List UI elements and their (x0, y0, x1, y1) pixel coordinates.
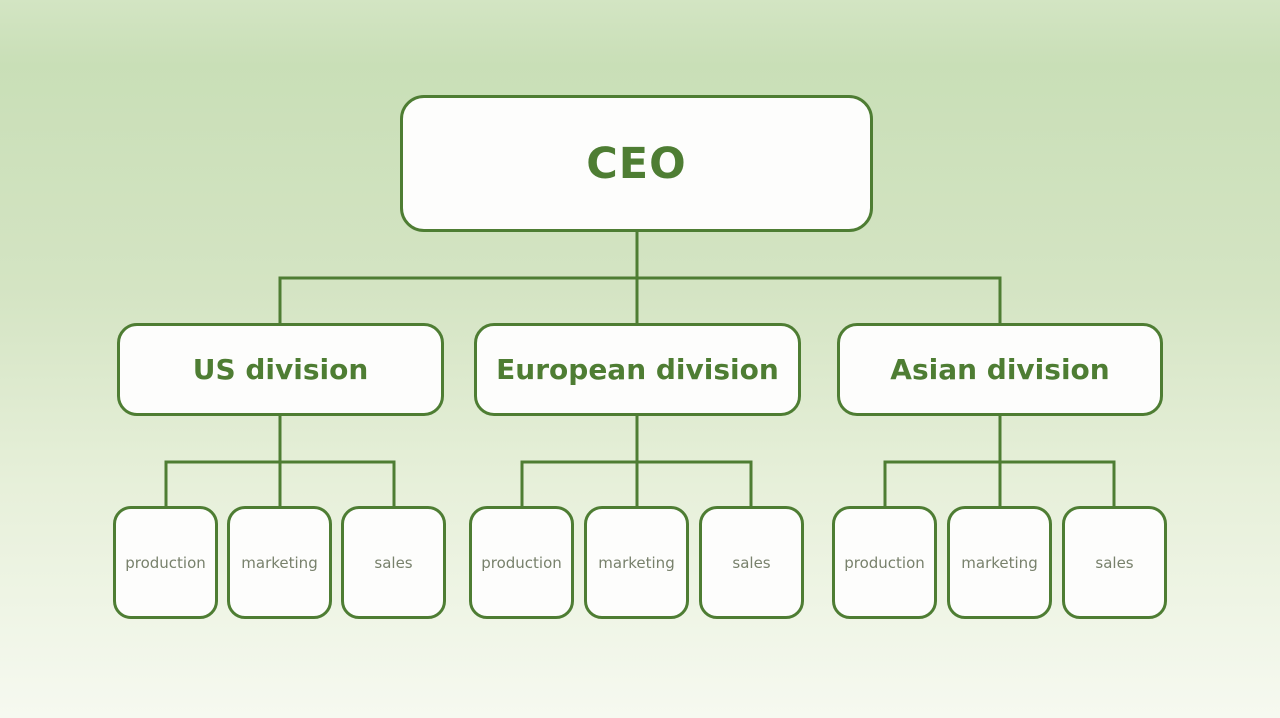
connector-divisions-bracket (278, 276, 1002, 324)
org-node-asian-sales-label: sales (1095, 553, 1134, 572)
org-node-us-sales[interactable]: sales (341, 506, 446, 619)
org-node-asian-production-label: production (844, 553, 925, 572)
org-node-asian-sales[interactable]: sales (1062, 506, 1167, 619)
org-node-division-asian-label: Asian division (890, 353, 1110, 386)
org-node-asian-marketing-label: marketing (961, 553, 1038, 572)
org-node-ceo-label: CEO (586, 138, 687, 189)
org-node-us-marketing[interactable]: marketing (227, 506, 332, 619)
org-node-asian-marketing[interactable]: marketing (947, 506, 1052, 619)
org-node-division-us-label: US division (192, 353, 369, 386)
org-node-european-sales[interactable]: sales (699, 506, 804, 619)
connector-us-bracket (164, 460, 396, 507)
org-node-us-sales-label: sales (374, 553, 413, 572)
org-node-us-production-label: production (125, 553, 206, 572)
org-node-us-production[interactable]: production (113, 506, 218, 619)
org-node-european-production-label: production (481, 553, 562, 572)
org-node-european-marketing-label: marketing (598, 553, 675, 572)
org-node-us-marketing-label: marketing (241, 553, 318, 572)
org-node-ceo[interactable]: CEO (400, 95, 873, 232)
org-node-european-sales-label: sales (732, 553, 771, 572)
org-node-european-production[interactable]: production (469, 506, 574, 619)
org-node-european-marketing[interactable]: marketing (584, 506, 689, 619)
org-node-asian-production[interactable]: production (832, 506, 937, 619)
org-node-division-asian[interactable]: Asian division (837, 323, 1163, 416)
org-node-division-european[interactable]: European division (474, 323, 801, 416)
connector-european-bracket (520, 460, 753, 507)
org-node-division-european-label: European division (496, 353, 779, 386)
connector-asian-bracket (883, 460, 1116, 507)
org-node-division-us[interactable]: US division (117, 323, 444, 416)
